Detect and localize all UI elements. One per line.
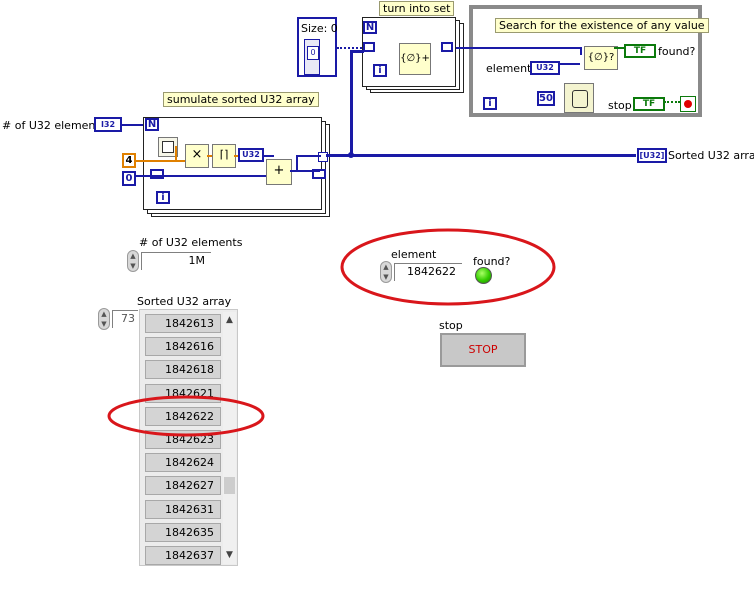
- tunnel-up-wire: [296, 155, 321, 157]
- annotation-ellipse-array: [107, 395, 265, 437]
- add-icon: +: [273, 163, 285, 178]
- stop-wire: [664, 101, 680, 103]
- array-scrollbar[interactable]: ▲ ▼: [223, 312, 236, 564]
- round-out-wire: [234, 155, 238, 157]
- stop-button[interactable]: STOP: [440, 333, 526, 367]
- element-field[interactable]: 1842622: [394, 263, 462, 281]
- junction-dot: [348, 152, 354, 158]
- sorted-array-terminal: [U32]: [637, 148, 667, 163]
- constant-4: 4: [122, 153, 136, 168]
- simulate-label: sumulate sorted U32 array: [163, 92, 319, 107]
- size-indicator-label: Size: 0: [301, 22, 338, 35]
- array-up-wire: [350, 50, 353, 156]
- fp-sorted-array-label: Sorted U32 array: [137, 295, 232, 308]
- set-to-search-wire: [456, 47, 580, 49]
- annotation-ellipse-element: [340, 228, 556, 306]
- found-led: [475, 267, 492, 284]
- element-diagram-label: element: [486, 62, 532, 75]
- random-wire: [175, 146, 177, 160]
- size-index-value: 0: [307, 46, 319, 60]
- fp-found-label: found?: [473, 255, 511, 268]
- search-label: Search for the existence of any value: [495, 18, 709, 33]
- num-elements-wire: [122, 124, 144, 126]
- array-element[interactable]: 1842635: [145, 522, 221, 542]
- set-loop-shift-left: [363, 42, 375, 52]
- shift-register-left: [150, 169, 164, 179]
- sorted-array-diagram-label: Sorted U32 array: [668, 149, 754, 162]
- element-wire: [558, 63, 580, 65]
- u32-to-add-wire: [264, 155, 274, 157]
- element-terminal: U32: [530, 61, 560, 75]
- multiply-out-wire: [207, 155, 212, 157]
- size-indicator: Size: 0 0: [297, 17, 338, 77]
- array-out-wire: [326, 154, 636, 157]
- found-wire: [614, 47, 624, 49]
- array-element[interactable]: 1842624: [145, 453, 221, 473]
- fp-stop-label: stop: [439, 319, 463, 332]
- turn-into-set-label: turn into set: [379, 1, 455, 16]
- wait-ms-icon: [564, 83, 594, 113]
- array-element[interactable]: 1842618: [145, 360, 221, 380]
- scroll-up-icon[interactable]: ▲: [226, 315, 233, 325]
- sim-loop-n-terminal: N: [145, 118, 159, 131]
- loop-condition-icon: [680, 96, 696, 112]
- add-to-set-node: {∅}+: [399, 43, 431, 75]
- multiply-node: ×: [185, 144, 209, 168]
- const0-wire: [136, 175, 266, 177]
- num-elements-incdec[interactable]: ▲▼: [127, 250, 139, 272]
- array-to-set-wire: [350, 50, 364, 53]
- output-tunnel: [318, 152, 328, 162]
- stop-terminal: TF: [633, 97, 665, 111]
- add-to-set-icon: {∅}+: [400, 53, 430, 64]
- scroll-down-icon[interactable]: ▼: [226, 550, 233, 560]
- array-element[interactable]: 1842616: [145, 337, 221, 357]
- found-terminal: TF: [624, 44, 656, 58]
- num-elements-field[interactable]: 1M: [141, 252, 211, 270]
- set-wire-down: [580, 47, 582, 55]
- array-element[interactable]: 1842631: [145, 499, 221, 519]
- set-loop-n-terminal: N: [363, 21, 377, 34]
- to-u32-node: U32: [238, 148, 264, 162]
- constant-0: 0: [122, 171, 136, 186]
- add-to-tunnel-wire: [296, 156, 298, 171]
- scroll-thumb[interactable]: [224, 477, 235, 494]
- fp-num-elements-label: # of U32 elements: [139, 236, 243, 249]
- round-node: ⌈⌉: [212, 144, 236, 168]
- search-loop-i-terminal: i: [483, 97, 497, 110]
- search-while-loop: Search for the existence of any value {∅…: [469, 5, 709, 117]
- array-element[interactable]: 1842613: [145, 314, 221, 333]
- set-loop-i-terminal: i: [373, 64, 387, 77]
- random-number-node: [158, 137, 178, 157]
- size-indicator-index: 0: [304, 39, 320, 75]
- element-incdec[interactable]: ▲▼: [380, 261, 392, 283]
- round-icon: ⌈⌉: [219, 148, 229, 161]
- array-element[interactable]: 1842622: [145, 406, 221, 426]
- num-elements-diagram-label: # of U32 elements: [2, 119, 106, 132]
- stop-diagram-label: stop: [608, 99, 632, 112]
- multiply-icon: ×: [191, 147, 203, 162]
- size-wire: [337, 47, 365, 49]
- num-elements-terminal: I32: [94, 117, 122, 132]
- set-for-loop: N i {∅}+: [362, 17, 456, 87]
- wait-constant: 50: [537, 91, 555, 106]
- array-element[interactable]: 1842637: [145, 546, 221, 565]
- const4-wire: [136, 160, 185, 162]
- add-out-wire: [290, 170, 320, 172]
- sim-for-loop: N i: [143, 117, 328, 210]
- set-loop-shift-right: [441, 42, 453, 52]
- array-index-field[interactable]: 73: [112, 310, 138, 328]
- search-set-node: {∅}?: [584, 46, 618, 70]
- found-diagram-label: found?: [658, 45, 696, 58]
- add-node: +: [266, 159, 292, 185]
- fp-element-label: element: [391, 248, 437, 261]
- array-element[interactable]: 1842627: [145, 476, 221, 496]
- sim-loop-i-terminal: i: [156, 191, 170, 204]
- search-set-icon: {∅}?: [587, 52, 615, 63]
- array-index-incdec[interactable]: ▲▼: [98, 308, 110, 330]
